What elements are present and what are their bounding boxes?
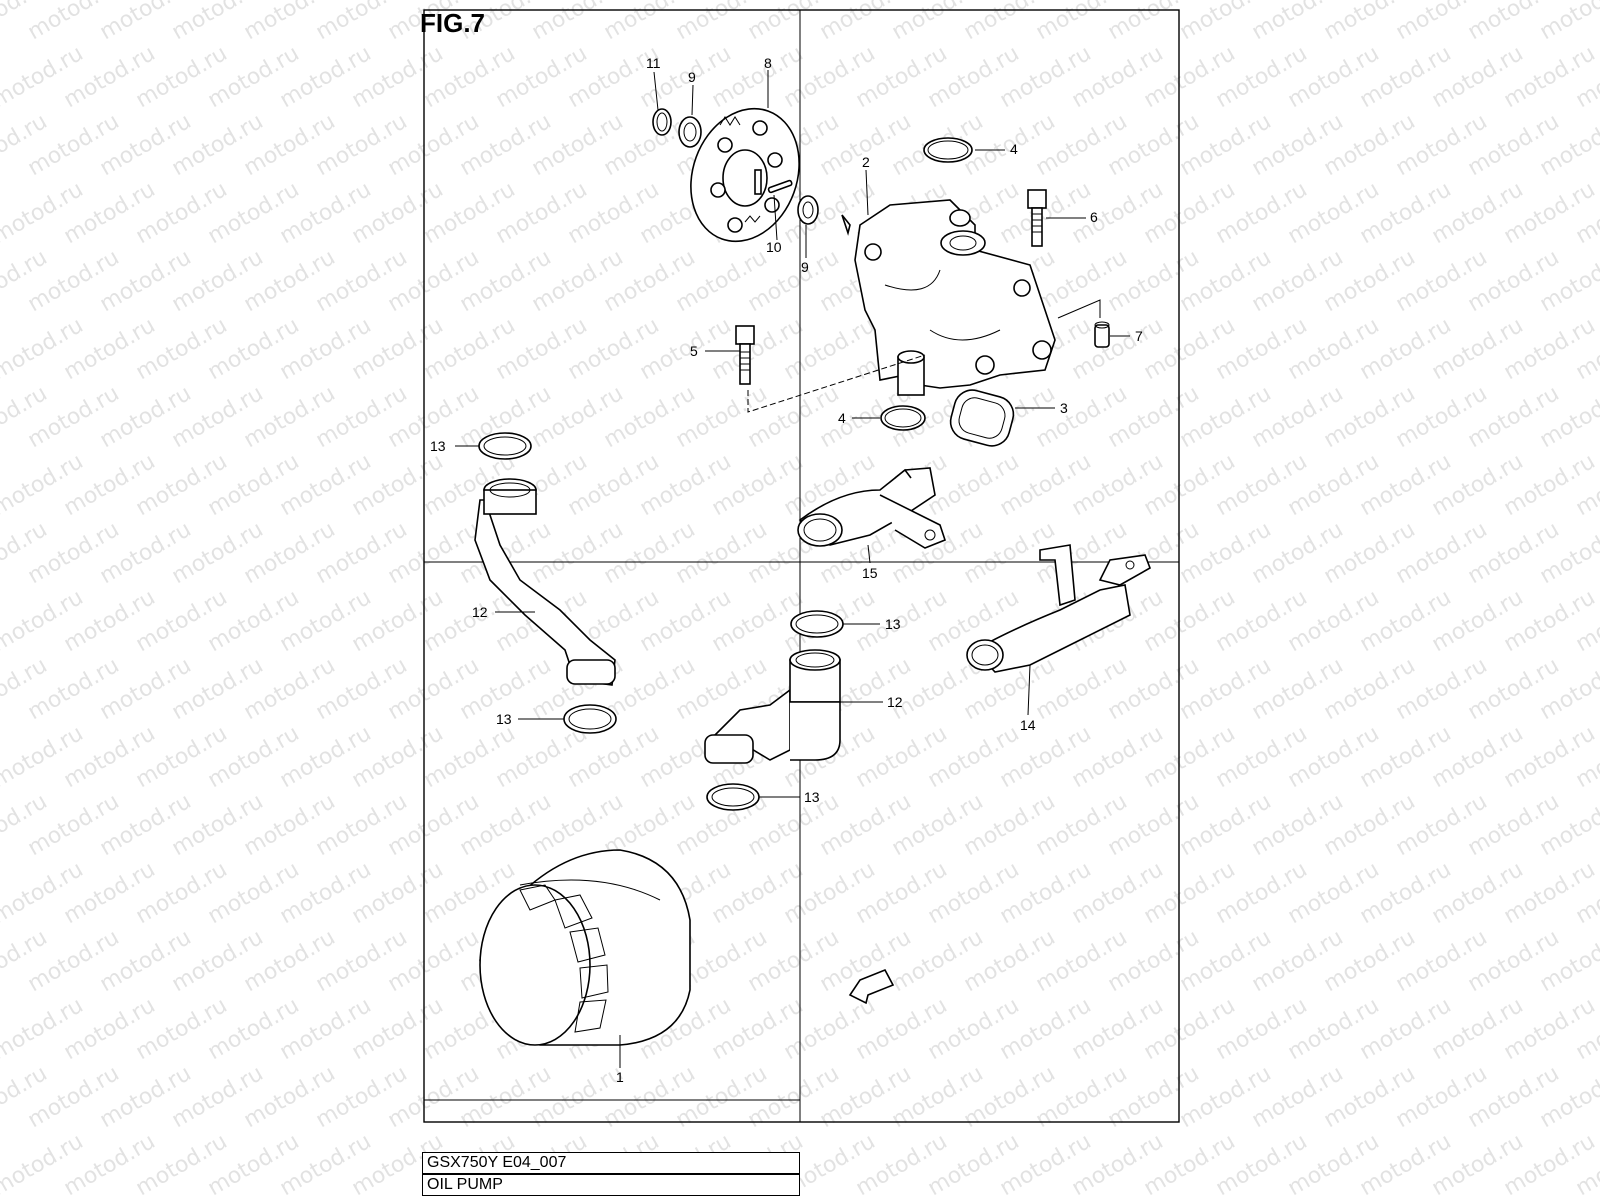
title-code-box: GSX750Y E04_007 xyxy=(422,1152,800,1174)
part-4-o-ring xyxy=(880,137,973,431)
callout-3: 3 xyxy=(1060,400,1068,416)
part-1-oil-filter xyxy=(479,849,691,1046)
callout-7: 7 xyxy=(1135,328,1143,344)
part-8-pump-gear xyxy=(690,107,800,243)
callout-1: 1 xyxy=(616,1069,624,1085)
assembly-leader-lines xyxy=(747,299,1101,413)
part-11-circlip xyxy=(652,108,672,136)
part-14-oil-pipe xyxy=(966,544,1151,673)
diagram-frame: FIG.7 xyxy=(420,8,1180,1123)
figure-label: FIG.7 xyxy=(420,8,485,38)
callout-6: 6 xyxy=(1090,209,1098,225)
part-10-pin xyxy=(767,179,793,194)
callout-9-bottom: 9 xyxy=(801,259,809,275)
callout-14: 14 xyxy=(1020,717,1036,733)
title-name-box: OIL PUMP xyxy=(422,1174,800,1196)
callout-13-a: 13 xyxy=(430,438,446,454)
fwd-arrow: FWD xyxy=(848,968,895,1005)
callout-5: 5 xyxy=(690,343,698,359)
title-code: GSX750Y E04_007 xyxy=(427,1154,567,1171)
part-5-bolt xyxy=(735,325,755,385)
callout-13-c: 13 xyxy=(496,711,512,727)
part-15-strainer-pipe xyxy=(797,467,946,549)
part-2-oil-pump xyxy=(841,199,1056,396)
callout-12-a: 12 xyxy=(472,604,488,620)
callout-13-b: 13 xyxy=(885,616,901,632)
callout-4-bottom: 4 xyxy=(838,410,846,426)
part-12-oil-pipe xyxy=(474,478,841,764)
callout-8: 8 xyxy=(764,55,772,71)
callout-12-b: 12 xyxy=(887,694,903,710)
callout-11: 11 xyxy=(646,55,661,71)
part-7-dowel xyxy=(1094,321,1110,348)
callout-10: 10 xyxy=(766,239,782,255)
callout-13-d: 13 xyxy=(804,789,820,805)
callout-4-top: 4 xyxy=(1010,141,1018,157)
title-name: OIL PUMP xyxy=(427,1176,503,1193)
callout-15: 15 xyxy=(862,565,878,581)
watermark-text: motod.ru xyxy=(1536,0,1600,45)
callout-labels: 11 9 8 10 9 2 4 6 7 5 4 3 13 12 13 13 12… xyxy=(430,55,1143,1085)
callout-leaders xyxy=(455,70,1130,1068)
callout-2: 2 xyxy=(862,154,870,170)
part-6-bolt xyxy=(1027,189,1047,247)
callout-9-top: 9 xyxy=(688,69,696,85)
part-9-washer xyxy=(678,116,819,225)
part-3-gasket xyxy=(949,389,1015,447)
